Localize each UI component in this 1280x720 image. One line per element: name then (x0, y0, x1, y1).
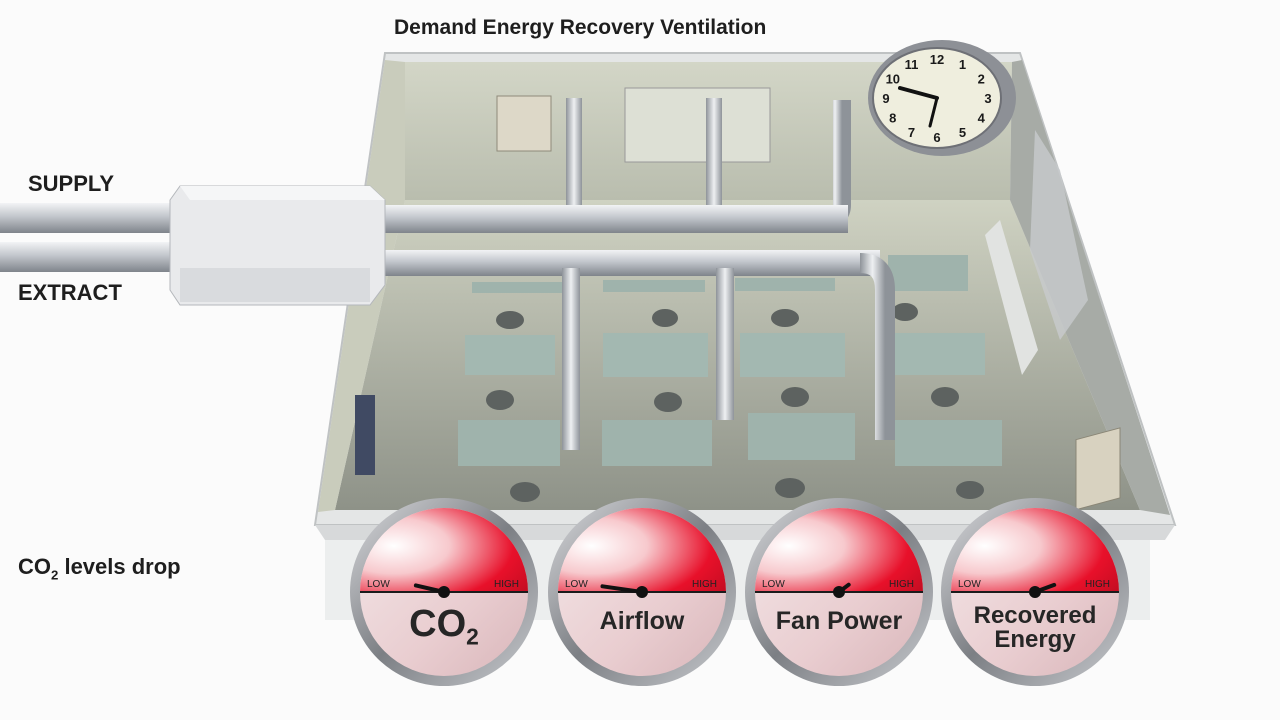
gauge-needle (600, 584, 644, 594)
gauge-dial (548, 498, 736, 686)
radiator (985, 220, 1038, 375)
gauge-name-line1: Recovered (973, 602, 1097, 629)
caption-subscript: 2 (51, 567, 59, 583)
gauge-name-subscript: 2 (466, 623, 479, 650)
gauge-dial (350, 498, 538, 686)
clock-number: 7 (908, 125, 915, 140)
gauge-low-label: LOW (958, 579, 981, 590)
desks (458, 255, 1002, 466)
gauge-name-text: CO (409, 603, 467, 645)
supply-drop-2 (706, 98, 722, 210)
gauge-hub (833, 586, 845, 598)
side-board (355, 395, 375, 475)
clock-number: 10 (886, 72, 900, 87)
erv-unit (169, 185, 386, 306)
gauge-face-upper (755, 508, 923, 592)
clock-hour-hand (898, 86, 939, 100)
clock-number: 9 (882, 91, 889, 106)
clock-number: 11 (905, 57, 919, 72)
whiteboard (624, 87, 771, 163)
clock-number: 5 (959, 125, 966, 140)
gauge-face-upper (360, 508, 528, 592)
poster-left (496, 95, 552, 152)
clock-number: 8 (889, 111, 896, 126)
gauge-low-label: LOW (565, 579, 588, 590)
extract-duct-outside (0, 242, 190, 272)
gauge-low-label: LOW (762, 579, 785, 590)
clock-number: 4 (978, 111, 986, 126)
gauge-airflow: LOW HIGH Airflow (547, 497, 737, 687)
gauge-face-upper (951, 508, 1119, 592)
caption-suffix: levels drop (58, 554, 181, 579)
gauge-high-label: HIGH (692, 579, 717, 590)
wall-clock: 12 12 3 45 6 789 10 11 (868, 40, 1016, 156)
gauge-name: CO2 (359, 605, 529, 648)
extract-elbow (859, 253, 895, 440)
gauge-high-label: HIGH (1085, 579, 1110, 590)
gauge-hub (438, 586, 450, 598)
gauge-dial (941, 498, 1129, 686)
chairs (486, 303, 984, 502)
supply-label: SUPPLY (28, 171, 115, 196)
gauge-hub (1029, 586, 1041, 598)
clock-number: 6 (933, 130, 940, 145)
clock-number: 2 (978, 72, 985, 87)
clock-minute-hand (928, 96, 939, 128)
gauge-co2: LOW HIGH CO2 (349, 497, 539, 687)
co2-levels-caption: CO2 levels drop (18, 554, 181, 582)
caption-prefix: CO (18, 554, 51, 579)
supply-duct-main (370, 205, 848, 233)
clock-number: 12 (930, 52, 944, 67)
gauge-high-label: HIGH (889, 579, 914, 590)
gauge-dial (745, 498, 933, 686)
gauge-recovered-energy: LOW HIGH Recovered Energy (940, 497, 1130, 687)
gauge-name: Fan Power (775, 607, 903, 635)
gauge-hub (636, 586, 648, 598)
gauge-low-label: LOW (367, 579, 390, 590)
extract-drop-1 (562, 268, 580, 450)
gauge-fan-power: LOW HIGH Fan Power (744, 497, 934, 687)
gauge-high-label: HIGH (494, 579, 519, 590)
gauge-name: Airflow (599, 607, 685, 635)
poster-right (1075, 427, 1121, 511)
clock-number: 3 (984, 91, 991, 106)
gauge-face-upper (558, 508, 726, 592)
supply-drop-1 (566, 98, 582, 208)
extract-drop-2 (716, 268, 734, 420)
clock-number: 1 (959, 57, 966, 72)
right-window (1030, 130, 1088, 340)
extract-label: EXTRACT (18, 280, 122, 305)
page-title: Demand Energy Recovery Ventilation (394, 16, 767, 39)
gauge-name: Recovered Energy (950, 604, 1120, 652)
supply-duct-outside (0, 203, 190, 233)
extract-duct-main (370, 250, 880, 276)
gauge-name-line2: Energy (994, 626, 1076, 653)
